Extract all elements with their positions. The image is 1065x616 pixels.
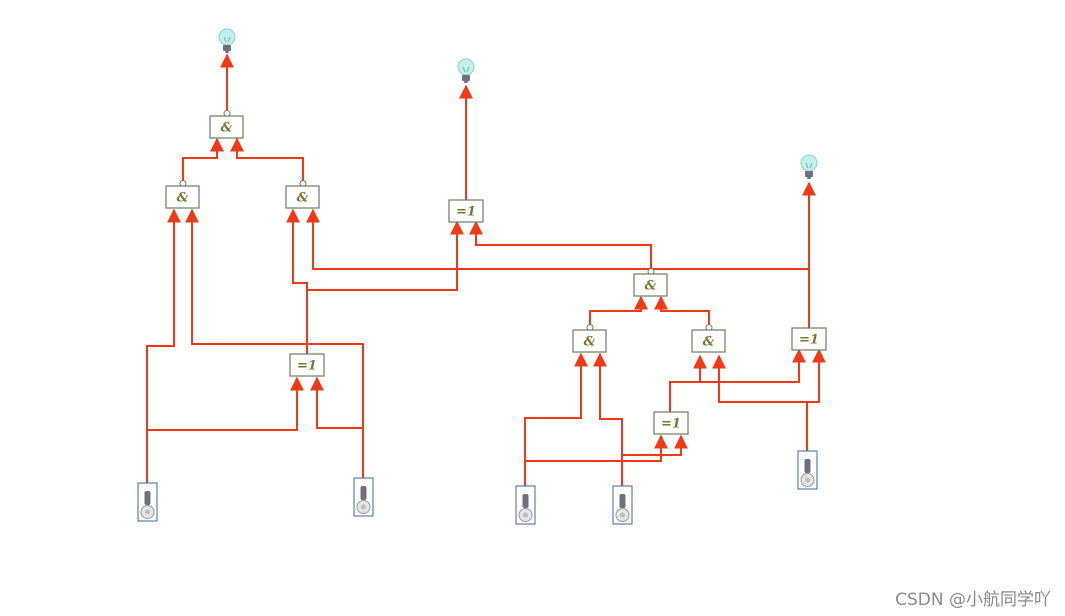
wire [147,376,304,431]
xor-gate[interactable]: =1 [448,199,484,223]
toggle-switch-icon[interactable] [515,485,536,525]
wire [306,208,809,270]
nand-gate[interactable]: & [691,324,726,353]
xor-gate[interactable]: =1 [653,411,689,435]
gates: & & & =1 =1 & & [165,110,827,435]
wire [146,208,181,484]
gate-box [209,115,244,139]
nand-gate[interactable]: & [633,268,668,297]
wire [469,220,652,270]
nand-gate[interactable]: & [165,180,200,209]
gate-box [285,185,320,209]
xor-gate[interactable]: =1 [791,327,827,351]
toggle-switch-icon[interactable] [137,482,158,522]
wire [310,376,363,429]
toggle-switch-icon[interactable] [797,450,818,490]
watermark: CSDN @小航同学吖 [895,590,1051,610]
wire [230,137,304,182]
gate-box [691,329,726,353]
nand-gate[interactable]: & [572,324,607,353]
gate-label: & [297,191,309,206]
toggle-switch-icon[interactable] [353,477,374,517]
gate-box [289,353,325,377]
gate-box [448,199,484,223]
xor-gate[interactable]: =1 [289,353,325,377]
wire [185,208,364,480]
wire [589,295,648,326]
nand-gate[interactable]: & [209,110,244,139]
gate-label: & [177,191,189,206]
light-bulb-icon [457,58,475,83]
input-switches [137,450,818,525]
wire [712,354,808,452]
wire [654,295,710,326]
wire [593,352,623,487]
gate-box [633,273,668,297]
gate-box [165,185,200,209]
toggle-switch-icon[interactable] [612,485,633,525]
light-bulb-icon [218,28,236,53]
gate-label: =1 [297,359,317,374]
wire [807,348,826,403]
nand-gate[interactable]: & [285,180,320,209]
wire [524,352,588,487]
wire [670,348,806,383]
light-bulb-icon [800,154,818,179]
gate-box [791,327,827,351]
gate-label: & [645,279,657,294]
wire [622,434,688,456]
gate-box [572,329,607,353]
wire [307,220,464,291]
wire [669,354,707,412]
gate-label: & [221,121,233,136]
output-bulbs [218,28,818,179]
gate-label: & [703,335,715,350]
gate-label: =1 [661,417,681,432]
gate-label: =1 [456,205,476,220]
gate-label: & [584,335,596,350]
gate-box [653,411,689,435]
wires [146,53,826,487]
wire [182,137,224,182]
wire [525,434,668,462]
wire [286,208,308,354]
gate-label: =1 [799,333,819,348]
